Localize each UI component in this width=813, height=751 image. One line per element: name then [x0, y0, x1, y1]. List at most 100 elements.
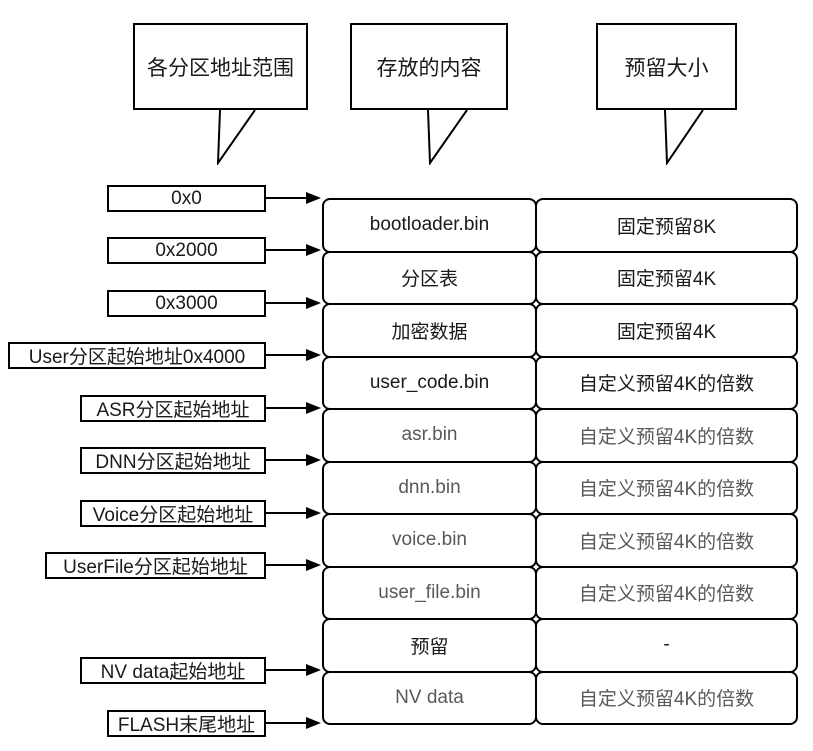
arrowhead-icon: [306, 507, 321, 519]
size-cell: 自定义预留4K的倍数: [535, 355, 798, 410]
size-cell: 自定义预留4K的倍数: [535, 670, 798, 725]
content-text: user_code.bin: [369, 371, 490, 393]
content-text: 预留: [410, 636, 449, 658]
address-label: User分区起始地址0x4000: [28, 347, 246, 368]
arrow-connector: [266, 354, 307, 356]
address-box-0x3000: 0x3000: [107, 290, 266, 317]
address-label: 0x3000: [155, 292, 218, 314]
size-text: 固定预留4K: [616, 269, 717, 291]
size-text: 固定预留8K: [616, 216, 717, 238]
arrow-connector: [266, 722, 307, 724]
arrow-connector: [266, 459, 307, 461]
content-text: NV data: [395, 686, 464, 708]
table-row: bootloader.bin 固定预留8K: [322, 198, 800, 253]
address-label: Voice分区起始地址: [92, 505, 254, 526]
content-cell: 分区表: [322, 250, 537, 305]
arrow-connector: [266, 197, 307, 199]
callout-tail-icon: [216, 110, 256, 165]
address-label: ASR分区起始地址: [96, 400, 250, 421]
address-label: 0x0: [171, 187, 202, 209]
arrowhead-icon: [306, 297, 321, 309]
arrowhead-icon: [306, 192, 321, 204]
content-cell: bootloader.bin: [322, 198, 537, 253]
arrowhead-icon: [306, 717, 321, 729]
address-label: 0x2000: [155, 239, 218, 261]
size-text: 自定义预留4K的倍数: [578, 689, 755, 711]
arrowhead-icon: [306, 349, 321, 361]
callout-address-range: 各分区地址范围: [133, 23, 308, 110]
arrow-connector: [266, 669, 307, 671]
size-text: -: [663, 634, 670, 656]
size-text: 固定预留4K: [616, 321, 717, 343]
size-cell: 固定预留8K: [535, 198, 798, 253]
table-row: dnn.bin 自定义预留4K的倍数: [322, 460, 800, 515]
callout-address-range-label: 各分区地址范围: [147, 56, 294, 80]
callout-tail-icon: [427, 110, 468, 165]
address-box-flash-end: FLASH末尾地址: [107, 710, 266, 737]
table-row: 预留 -: [322, 618, 800, 673]
table-row: user_file.bin 自定义预留4K的倍数: [322, 565, 800, 620]
address-box-voice: Voice分区起始地址: [80, 500, 266, 527]
content-cell: 预留: [322, 618, 537, 673]
size-cell: 自定义预留4K的倍数: [535, 565, 798, 620]
address-box-0x0: 0x0: [107, 185, 266, 212]
callout-reserved-size: 预留大小: [596, 23, 737, 110]
content-text: user_file.bin: [378, 581, 481, 603]
address-label: UserFile分区起始地址: [63, 557, 248, 578]
table-row: 分区表 固定预留4K: [322, 250, 800, 305]
content-text: dnn.bin: [398, 476, 461, 498]
table-row: voice.bin 自定义预留4K的倍数: [322, 513, 800, 568]
content-text: asr.bin: [401, 424, 458, 446]
size-cell: 自定义预留4K的倍数: [535, 408, 798, 463]
content-cell: voice.bin: [322, 513, 537, 568]
size-text: 自定义预留4K的倍数: [578, 426, 755, 448]
table-row: NV data 自定义预留4K的倍数: [322, 670, 800, 725]
content-cell: asr.bin: [322, 408, 537, 463]
address-label: NV data起始地址: [100, 662, 246, 683]
size-text: 自定义预留4K的倍数: [578, 531, 755, 553]
arrowhead-icon: [306, 664, 321, 676]
callout-stored-content: 存放的内容: [350, 23, 508, 110]
callout-tail-icon: [664, 110, 704, 165]
address-box-nvdata: NV data起始地址: [80, 657, 266, 684]
address-box-asr: ASR分区起始地址: [80, 395, 266, 422]
content-text: voice.bin: [392, 529, 467, 551]
size-text: 自定义预留4K的倍数: [578, 479, 755, 501]
address-box-user: User分区起始地址0x4000: [8, 342, 266, 369]
content-text: bootloader.bin: [369, 214, 490, 236]
arrow-connector: [266, 512, 307, 514]
content-cell: user_code.bin: [322, 355, 537, 410]
table-row: 加密数据 固定预留4K: [322, 303, 800, 358]
content-text: 加密数据: [391, 321, 468, 343]
address-label: FLASH末尾地址: [117, 715, 256, 736]
size-cell: 固定预留4K: [535, 250, 798, 305]
table-row: user_code.bin 自定义预留4K的倍数: [322, 355, 800, 410]
size-cell: 自定义预留4K的倍数: [535, 513, 798, 568]
content-cell: NV data: [322, 670, 537, 725]
arrow-connector: [266, 249, 307, 251]
arrow-connector: [266, 302, 307, 304]
arrow-connector: [266, 564, 307, 566]
table-row: asr.bin 自定义预留4K的倍数: [322, 408, 800, 463]
arrow-connector: [266, 407, 307, 409]
arrowhead-icon: [306, 402, 321, 414]
address-label: DNN分区起始地址: [95, 452, 251, 473]
content-cell: user_file.bin: [322, 565, 537, 620]
callout-stored-content-label: 存放的内容: [376, 56, 482, 80]
content-text: 分区表: [400, 269, 458, 291]
arrowhead-icon: [306, 244, 321, 256]
size-text: 自定义预留4K的倍数: [578, 374, 755, 396]
content-cell: dnn.bin: [322, 460, 537, 515]
callout-reserved-size-label: 预留大小: [624, 56, 709, 80]
address-box-userfile: UserFile分区起始地址: [45, 552, 266, 579]
size-cell: 自定义预留4K的倍数: [535, 460, 798, 515]
arrowhead-icon: [306, 559, 321, 571]
address-box-0x2000: 0x2000: [107, 237, 266, 264]
address-box-dnn: DNN分区起始地址: [80, 447, 266, 474]
size-text: 自定义预留4K的倍数: [578, 584, 755, 606]
arrowhead-icon: [306, 454, 321, 466]
size-cell: 固定预留4K: [535, 303, 798, 358]
partition-table: bootloader.bin 固定预留8K 分区表 固定预留4K 加密数据 固定…: [322, 198, 800, 725]
content-cell: 加密数据: [322, 303, 537, 358]
